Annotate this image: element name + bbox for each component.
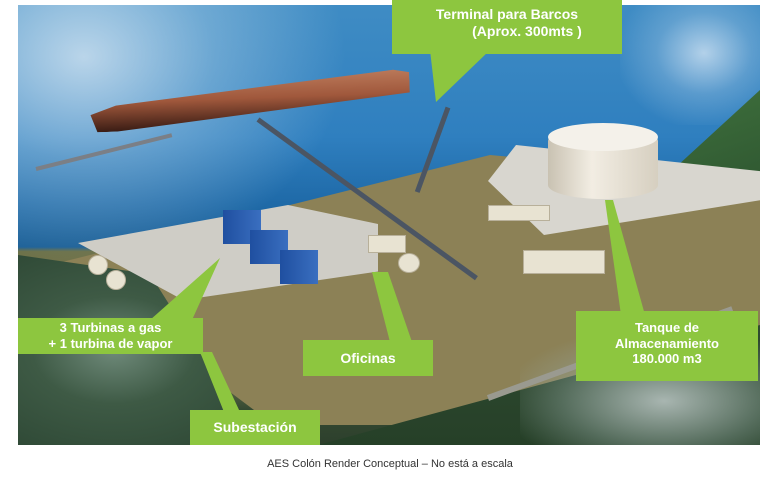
turbines-callout: 3 Turbinas a gas + 1 turbina de vapor — [18, 318, 203, 354]
render-image — [18, 5, 760, 445]
terminal-label-line2: (Aprox. 300mts ) — [472, 22, 582, 39]
process-building — [488, 205, 550, 221]
terminal-label-line1: Terminal para Barcos — [435, 6, 579, 22]
turbines-label-line2: + 1 turbina de vapor — [48, 335, 173, 351]
gas-turbine-3 — [280, 250, 318, 284]
tank-label-line1: Tanque de — [634, 320, 700, 335]
tank-label-line3: 180.000 m3 — [632, 351, 702, 367]
offices-callout: Oficinas — [303, 340, 433, 376]
lng-tank-roof — [548, 123, 658, 151]
substation-callout: Subestación — [190, 410, 320, 445]
image-caption: AES Colón Render Conceptual – No está a … — [267, 458, 513, 470]
offices-label: Oficinas — [340, 350, 396, 366]
tank-callout: Tanque de Almacenamiento 180.000 m3 — [576, 311, 758, 381]
turbines-label-line1: 3 Turbinas a gas — [59, 320, 162, 335]
regasification-building — [523, 250, 605, 274]
cloud — [620, 5, 760, 125]
substation-label: Subestación — [213, 419, 297, 435]
water-tank — [398, 253, 420, 273]
small-tank-1 — [88, 255, 108, 275]
tank-label-line2: Almacenamiento — [614, 335, 720, 351]
terminal-callout: Terminal para Barcos (Aprox. 300mts ) — [392, 0, 622, 54]
office-building — [368, 235, 406, 253]
small-tank-2 — [106, 270, 126, 290]
